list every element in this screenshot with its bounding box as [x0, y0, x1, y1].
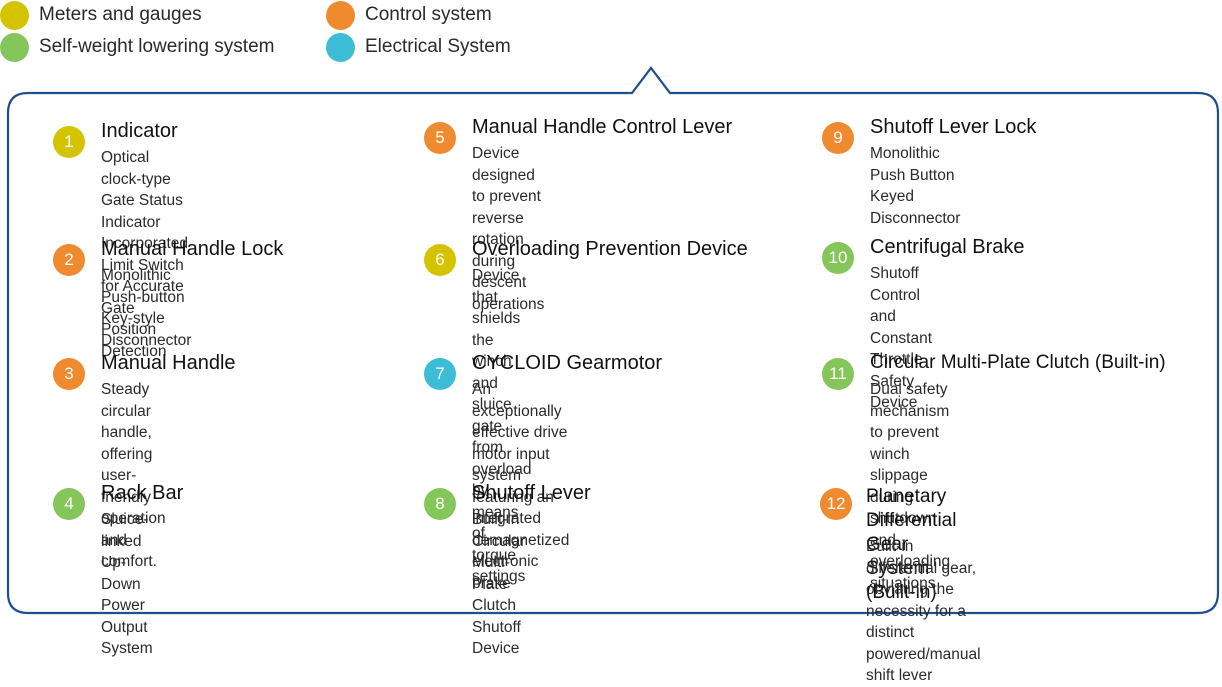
item-description: Steady circular handle, offering user-fr…	[101, 381, 166, 570]
number-badge: 2	[53, 244, 85, 276]
callout-panel	[6, 66, 1220, 615]
legend-label: Meters and gauges	[39, 4, 202, 25]
control-system-color-dot-icon	[326, 1, 355, 30]
item-title: Manual Handle Control Lever	[472, 116, 733, 138]
item-title: Shutoff Lever	[472, 482, 591, 504]
legend-label: Self-weight lowering system	[39, 36, 275, 57]
number-badge: 7	[424, 358, 456, 390]
number-badge: 12	[820, 488, 852, 520]
callout-panel-border	[6, 66, 1220, 615]
item-title: Centrifugal Brake	[870, 236, 1025, 258]
number-badge: 9	[822, 122, 854, 154]
item-title: Manual Handle	[101, 352, 236, 374]
legend-label: Control system	[365, 4, 492, 25]
self-weight-lowering-color-dot-icon	[0, 33, 29, 62]
item-title: Circular Multi-Plate Clutch (Built-in)	[870, 352, 1166, 373]
item-title: CYCLOID Gearmotor	[472, 352, 663, 374]
number-badge: 6	[424, 244, 456, 276]
item-title: Indicator	[101, 120, 178, 142]
item-description: Monolithic Push-button Key-style Disconn…	[101, 267, 192, 349]
number-badge: 8	[424, 488, 456, 520]
item-description: Device designed to prevent reverse rotat…	[472, 145, 545, 313]
item-description: Optical clock-type Gate Status Indicator…	[101, 149, 189, 360]
item-description: Sluice-linked Up-Down Power Output Syste…	[101, 511, 153, 657]
number-badge: 3	[53, 358, 85, 390]
item-title: Rack Bar	[101, 482, 184, 504]
electrical-system-color-dot-icon	[326, 33, 355, 62]
item-title: Manual Handle Lock	[101, 238, 284, 260]
item-description: An exceptionally effective drive motor i…	[472, 381, 570, 592]
item-description: Shutoff Control and Constant Throttle Sa…	[870, 265, 933, 411]
legend-label: Electrical System	[365, 36, 511, 57]
number-badge: 5	[424, 122, 456, 154]
number-badge: 11	[822, 358, 854, 390]
item-description: Dual safety mechanism to prevent winch s…	[870, 381, 951, 592]
number-badge: 10	[822, 242, 854, 274]
meters-gauges-color-dot-icon	[0, 1, 29, 30]
item-description: Monolithic Push Button Keyed Disconnecto…	[870, 145, 961, 227]
item-title: Shutoff Lever Lock	[870, 116, 1037, 138]
number-badge: 1	[53, 126, 85, 158]
item-description: Built-in Circular Multi-Plate Clutch Shu…	[472, 511, 526, 657]
item-description: Built-in differential gear, obviating th…	[866, 538, 981, 684]
item-title: Overloading Prevention Device	[472, 238, 748, 260]
number-badge: 4	[53, 488, 85, 520]
item-title: Planetary Differential Gear System (Buil…	[866, 486, 957, 603]
item-description: Device that shields the winch and sluice…	[472, 267, 532, 585]
